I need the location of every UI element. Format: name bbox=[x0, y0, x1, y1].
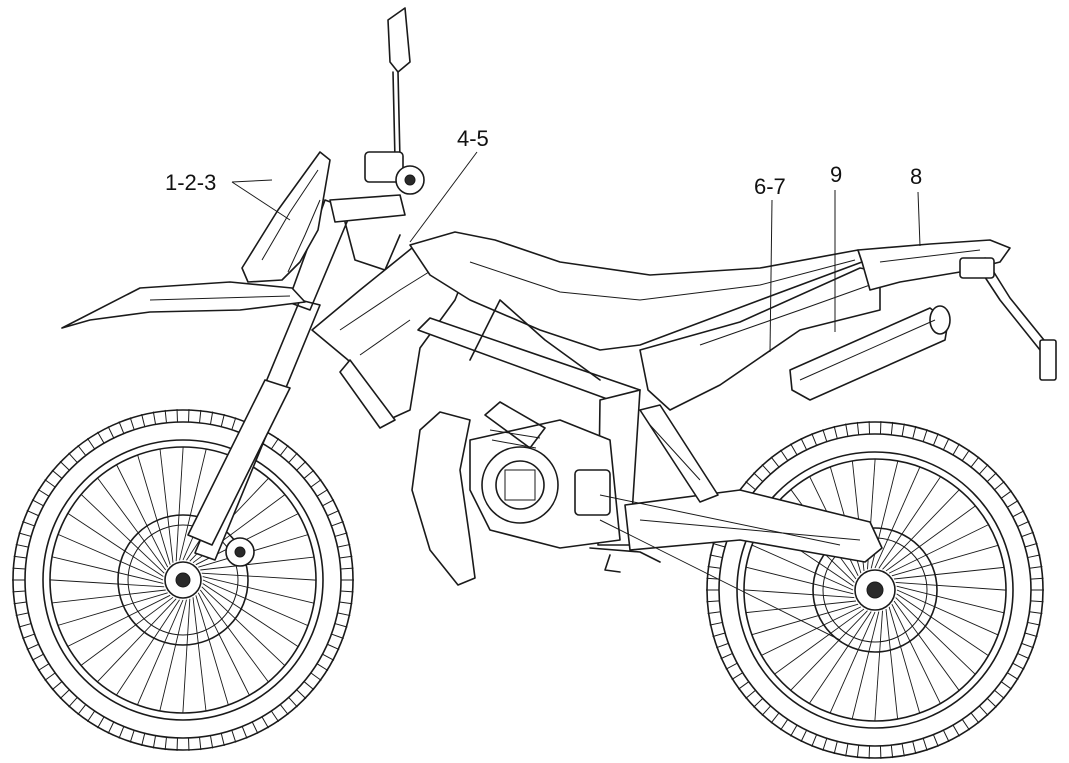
callout-1-2-3: 1-2-3 bbox=[165, 170, 216, 195]
exhaust-tip bbox=[929, 305, 951, 335]
swingarm bbox=[624, 489, 883, 563]
rear-side-panel bbox=[639, 267, 881, 411]
tail-light bbox=[959, 257, 995, 279]
engine bbox=[469, 401, 621, 549]
mirror bbox=[387, 7, 411, 161]
callout-4-5: 4-5 bbox=[457, 126, 489, 151]
front-brake-disc bbox=[117, 514, 249, 646]
front-wheel bbox=[12, 409, 354, 751]
muffler bbox=[789, 307, 949, 401]
exhaust-header-pipe bbox=[411, 411, 476, 586]
rear-shock bbox=[639, 404, 719, 503]
footpeg bbox=[589, 547, 661, 563]
callout-8: 8 bbox=[910, 164, 922, 189]
callout-9: 9 bbox=[830, 162, 842, 187]
license-plate-bracket bbox=[1039, 339, 1057, 381]
drive-chain bbox=[599, 494, 841, 641]
rear-wheel bbox=[706, 421, 1044, 759]
front-fender bbox=[61, 281, 306, 329]
callout-6-7: 6-7 bbox=[754, 174, 786, 199]
callout-leaders bbox=[231, 151, 921, 353]
handlebar-assembly bbox=[329, 151, 425, 271]
rear-sprocket bbox=[812, 527, 938, 653]
side-stand bbox=[604, 554, 621, 573]
front-fork bbox=[187, 199, 353, 561]
